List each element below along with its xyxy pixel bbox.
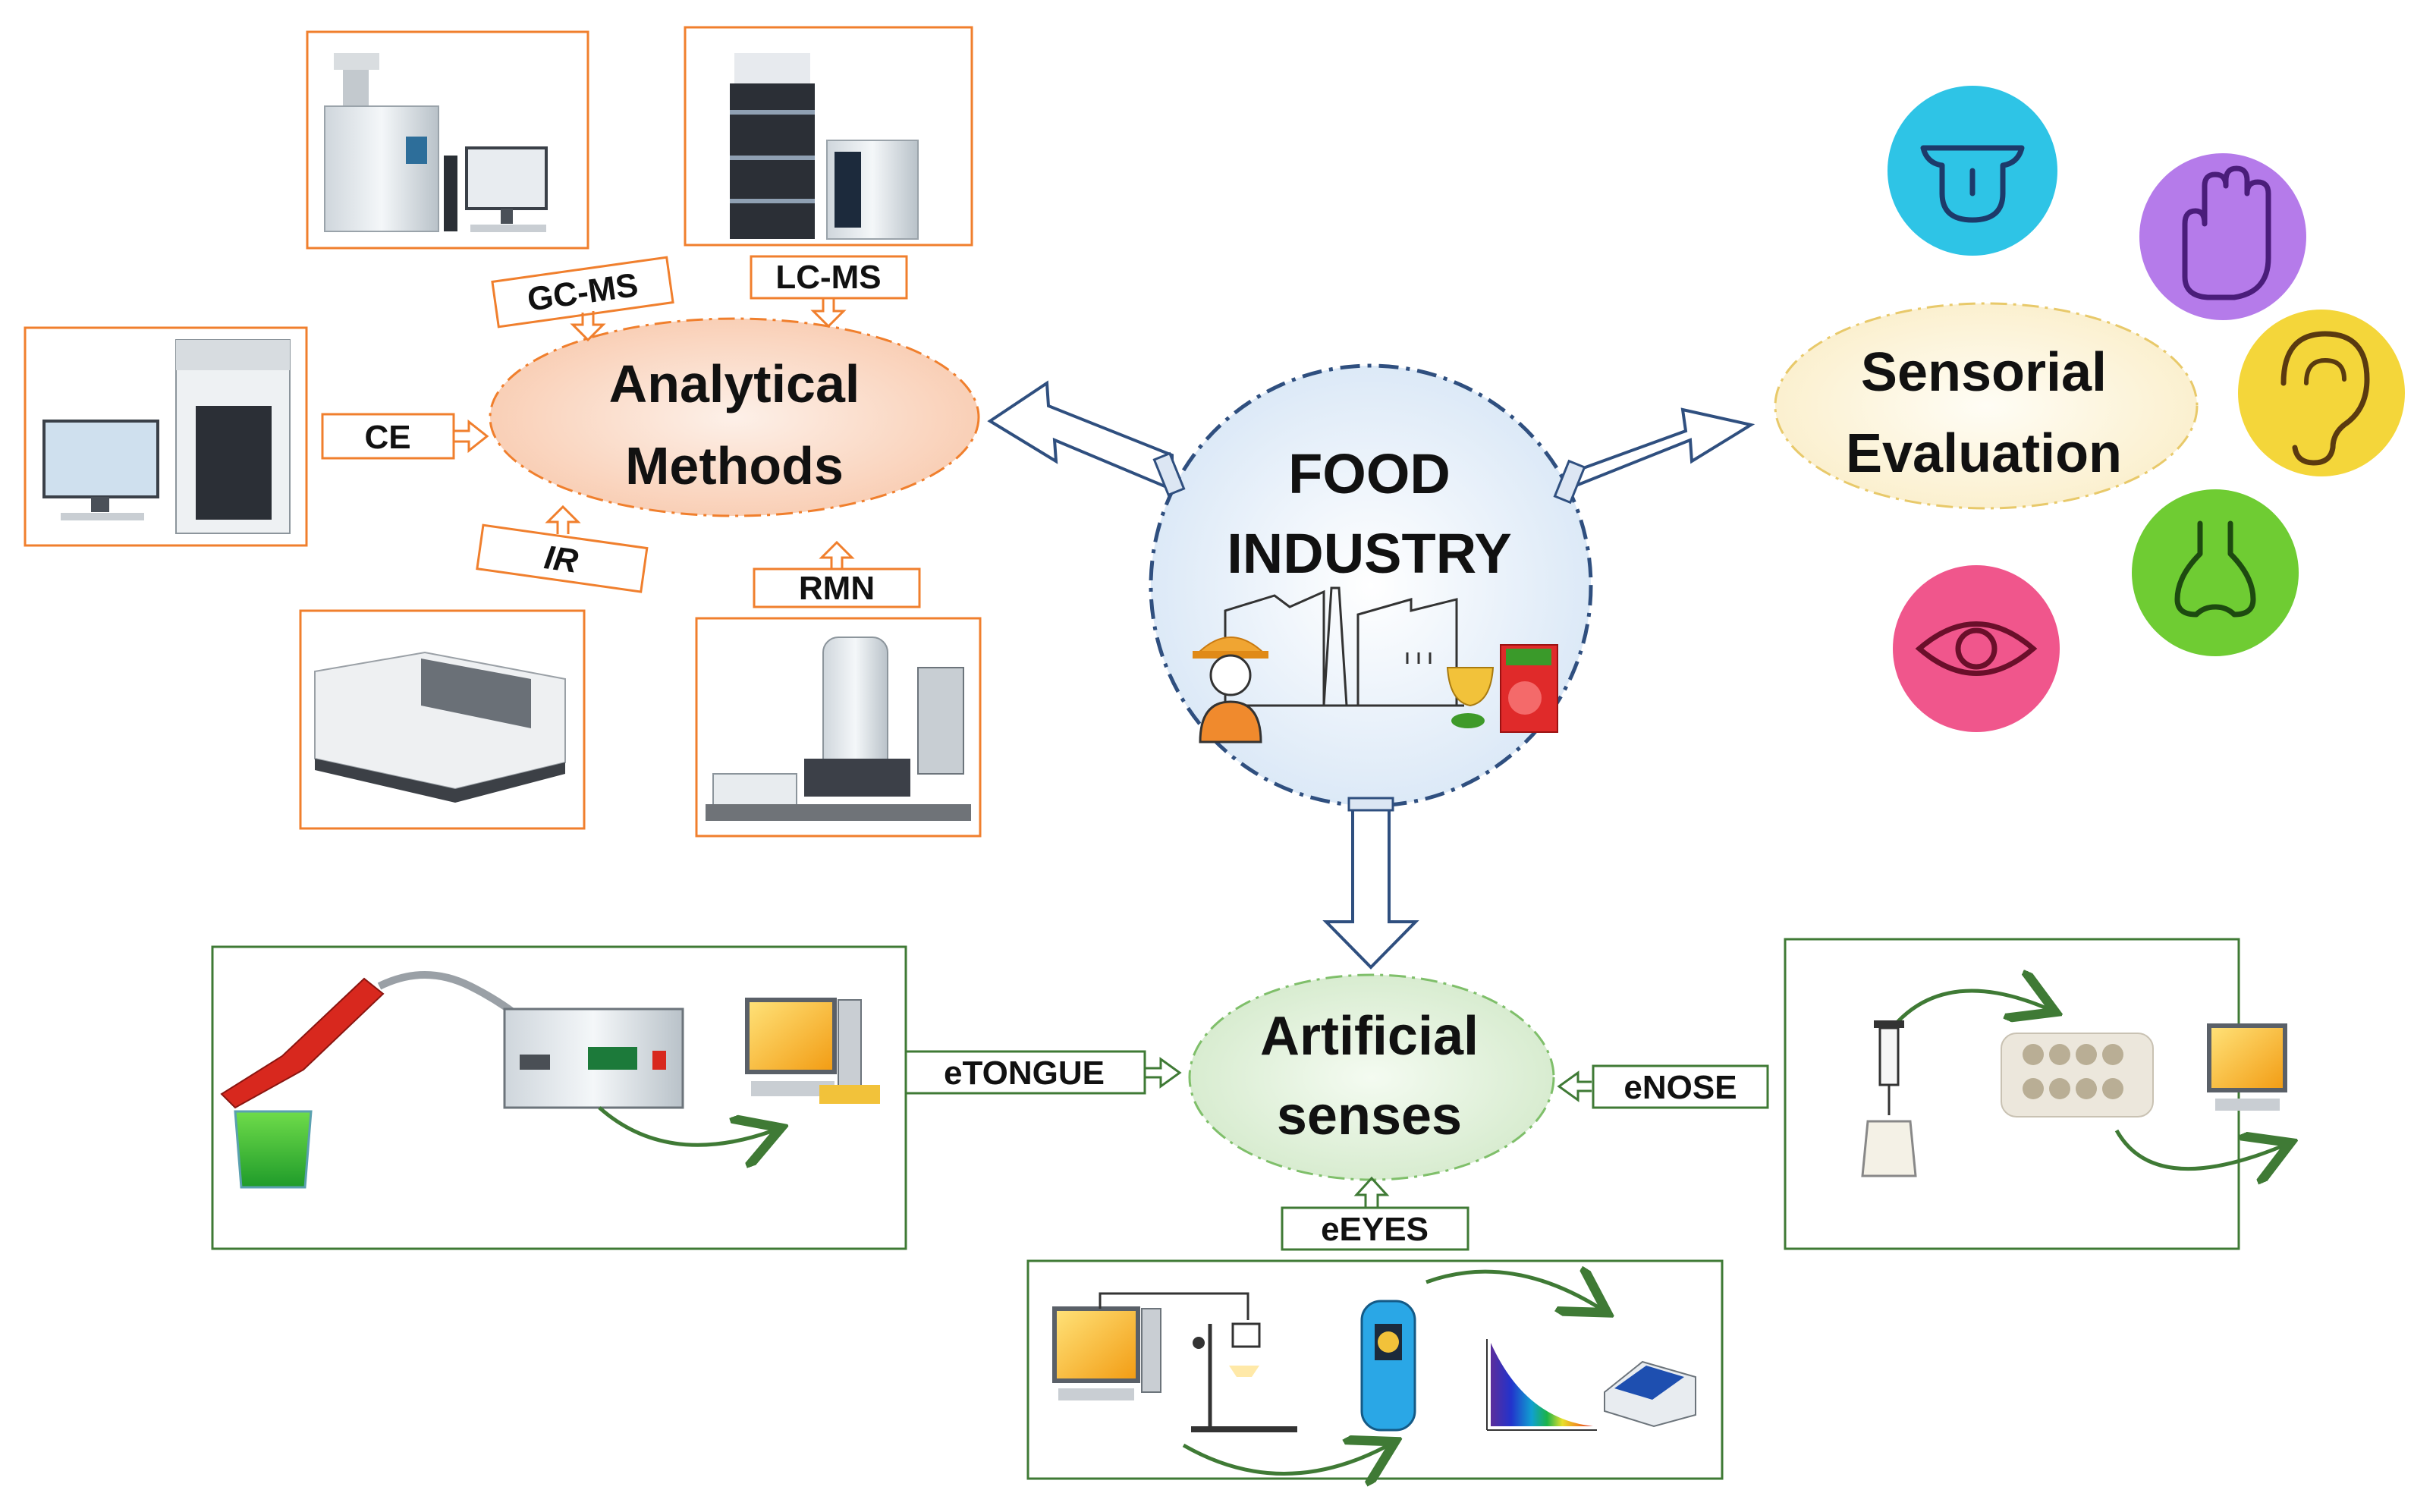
etongue-setup-image	[211, 945, 907, 1250]
artificial-senses-title-line2: senses	[1277, 1086, 1462, 1146]
ce-label-box	[321, 413, 455, 460]
arrow-to-sensorial-cuff	[1553, 459, 1586, 505]
food-industry-center: FOOD INDUSTRY	[1149, 363, 1593, 808]
arrow-to-artificial-cuff	[1347, 797, 1394, 812]
rmn-label: RMN	[799, 570, 875, 607]
gcms-label-box: GC-MS	[491, 256, 674, 328]
ir-label-box: IR	[476, 523, 649, 593]
analytical-methods-group: Analytical Methods GC-MS LC-MS CE IR RMN	[24, 26, 982, 838]
enose-label: eNOSE	[1623, 1069, 1737, 1106]
ir-instrument-image	[299, 609, 586, 830]
sensorial-evaluation-group: Sensorial Evaluation	[1774, 86, 2405, 732]
enose-arrow	[1557, 1070, 1592, 1102]
ir-arrow	[545, 505, 581, 534]
lcms-arrow	[810, 298, 847, 328]
arrow-to-artificial	[1322, 806, 1419, 970]
gcms-arrow	[570, 311, 606, 342]
rmn-arrow	[819, 540, 855, 569]
eeyes-setup-image	[1026, 1259, 1724, 1479]
lcms-instrument-image	[684, 26, 973, 247]
ir-label: IR	[542, 539, 580, 580]
food-industry-title-line1: FOOD	[1288, 442, 1451, 505]
worker-icon	[1193, 637, 1268, 743]
etongue-arrow	[1146, 1057, 1182, 1089]
sensorial-evaluation-ellipse	[1774, 302, 2199, 510]
analytical-methods-title-line2: Methods	[625, 436, 844, 495]
sensorial-evaluation-title-line1: Sensorial	[1861, 342, 2107, 403]
nose-icon	[2132, 489, 2299, 656]
ce-instrument-image	[24, 326, 308, 547]
ce-label: CE	[364, 419, 410, 456]
arrow-to-analytical	[987, 380, 1174, 492]
enose-setup-image	[1784, 938, 2285, 1250]
arrow-to-sensorial	[1565, 407, 1755, 492]
tea-cup-icon	[1446, 667, 1495, 728]
sensorial-evaluation-title-line2: Evaluation	[1846, 423, 2122, 484]
ear-icon	[2238, 310, 2405, 476]
juice-box-icon	[1500, 644, 1558, 733]
analytical-methods-ellipse	[489, 317, 980, 517]
eeyes-label: eEYES	[1321, 1211, 1429, 1248]
etongue-label: eTONGUE	[944, 1055, 1105, 1092]
hand-icon	[2139, 153, 2306, 320]
lcms-label: LC-MS	[775, 259, 881, 296]
lcms-label-box	[750, 255, 908, 300]
eeyes-arrow	[1353, 1176, 1390, 1208]
arrow-to-analytical-cuff	[1152, 451, 1186, 497]
ce-arrow	[454, 419, 489, 454]
analytical-methods-title-line1: Analytical	[609, 354, 860, 413]
gcms-instrument-image	[306, 30, 589, 250]
etongue-label-box	[904, 1050, 1146, 1095]
enose-label-box	[1592, 1064, 1769, 1109]
rmn-instrument-image	[695, 617, 982, 838]
tongue-icon	[1888, 86, 2057, 256]
artificial-senses-group: Artificial senses eTONGUE	[211, 938, 2285, 1479]
eye-icon	[1893, 565, 2060, 732]
eeyes-label-box	[1281, 1206, 1469, 1251]
food-industry-title-line2: INDUSTRY	[1227, 522, 1512, 585]
rmn-label-box	[753, 567, 921, 608]
factory-icon	[1214, 586, 1464, 707]
artificial-senses-title-line1: Artificial	[1260, 1006, 1479, 1067]
